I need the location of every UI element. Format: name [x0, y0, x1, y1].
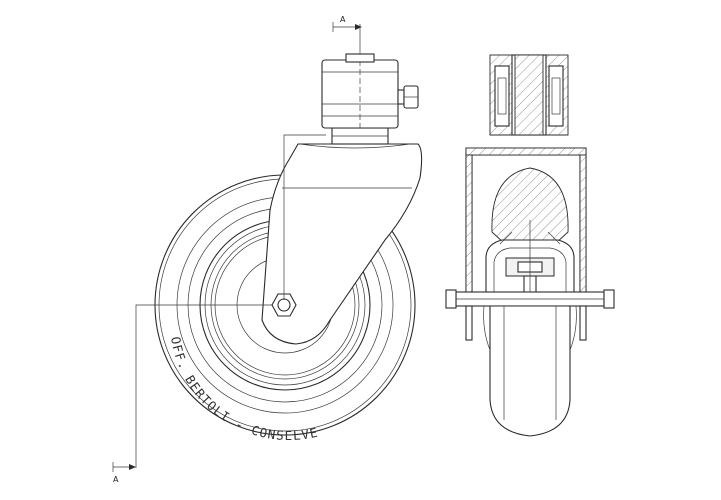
hub-section — [485, 220, 575, 300]
tire-front-lower — [489, 305, 571, 437]
section-marker-top: A — [332, 15, 362, 32]
axle-front — [445, 289, 615, 309]
caster-side-view: OFF. BERTOLI - CONSELVE — [135, 24, 423, 468]
tire-section-upper — [491, 167, 569, 245]
caster-front-section — [445, 54, 615, 437]
section-label-bottom: A — [113, 475, 119, 484]
stem-section — [489, 54, 569, 136]
fork-arm-side — [261, 143, 423, 345]
side-lock-screw — [397, 85, 419, 109]
top-bolt — [345, 53, 375, 63]
section-label-top: A — [340, 15, 346, 24]
section-marker-bottom: A — [112, 462, 136, 484]
